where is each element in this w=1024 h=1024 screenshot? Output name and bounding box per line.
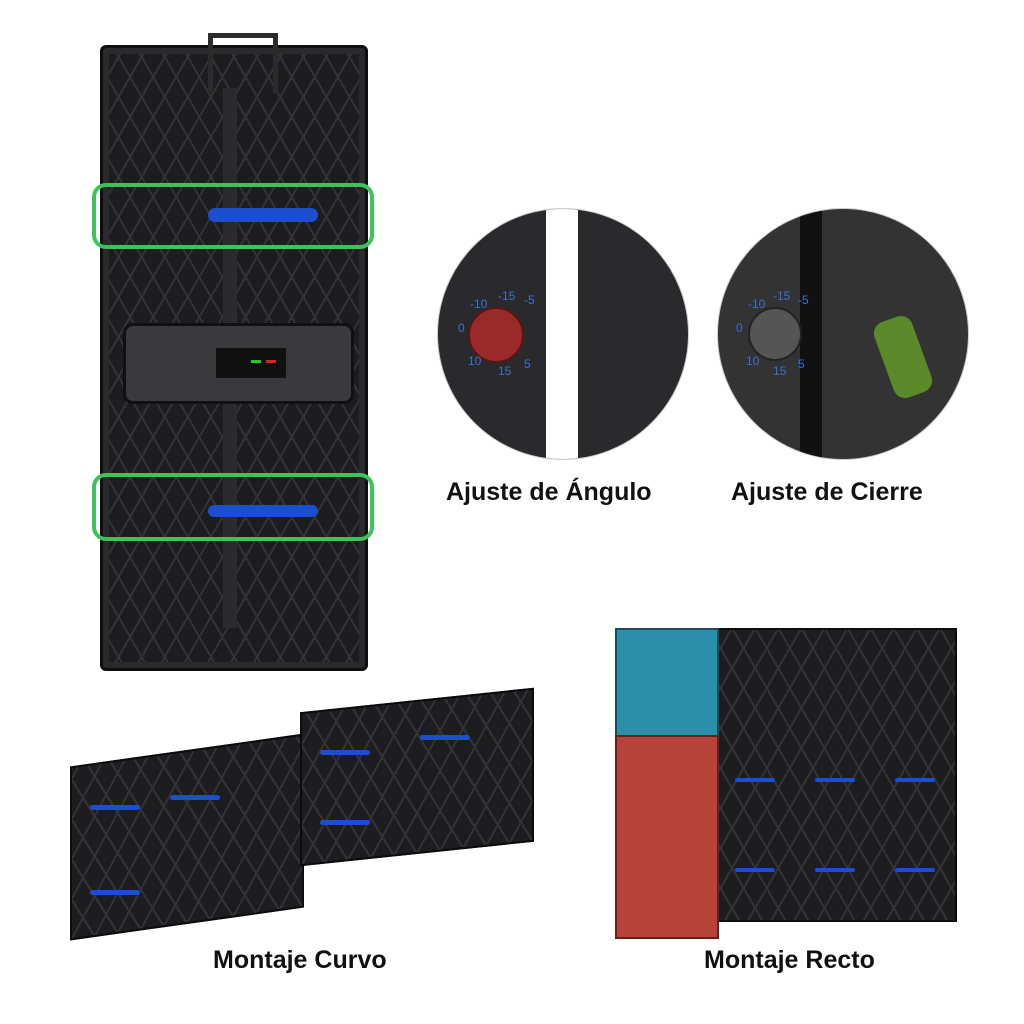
lock-adjust-detail: -10 -15 -5 0 10 15 5 — [717, 208, 969, 460]
dial-number: -15 — [498, 289, 516, 303]
caption-lock-adjust: Ajuste de Cierre — [731, 478, 923, 506]
caption-curved-mount: Montaje Curvo — [213, 946, 387, 974]
dial-number: -15 — [773, 289, 791, 303]
lock-handle — [870, 312, 936, 402]
dial-number: 15 — [498, 364, 512, 378]
highlight-bottom-lock — [92, 473, 374, 541]
dial-number: 5 — [524, 357, 531, 371]
led-cabinet-rear — [100, 33, 368, 671]
lock-knob — [748, 307, 802, 361]
dial-number: -10 — [748, 297, 766, 311]
control-box — [123, 323, 354, 404]
top-handle — [208, 33, 278, 93]
caption-straight-mount: Montaje Recto — [704, 946, 875, 974]
caption-angle-adjust: Ajuste de Ángulo — [446, 478, 652, 506]
lock-lever-bottom — [208, 505, 318, 517]
curved-wall — [70, 687, 534, 941]
dial-number: -5 — [524, 293, 535, 307]
dial-number: 0 — [458, 321, 465, 335]
dial-number: 15 — [773, 364, 787, 378]
straight-wall — [615, 628, 957, 939]
dial-number: -5 — [798, 293, 809, 307]
highlight-top-lock — [92, 183, 374, 249]
dial-number: 10 — [468, 354, 482, 368]
red-module — [615, 735, 719, 939]
angle-knob — [468, 307, 524, 363]
dial-number: -10 — [470, 297, 488, 311]
dial-number: 5 — [798, 357, 805, 371]
dial-number: 0 — [736, 321, 743, 335]
angle-adjust-detail: -10 -15 -5 0 10 15 5 — [437, 208, 689, 460]
teal-module — [615, 628, 719, 737]
lock-lever-top — [208, 208, 318, 222]
dial-number: 10 — [746, 354, 760, 368]
